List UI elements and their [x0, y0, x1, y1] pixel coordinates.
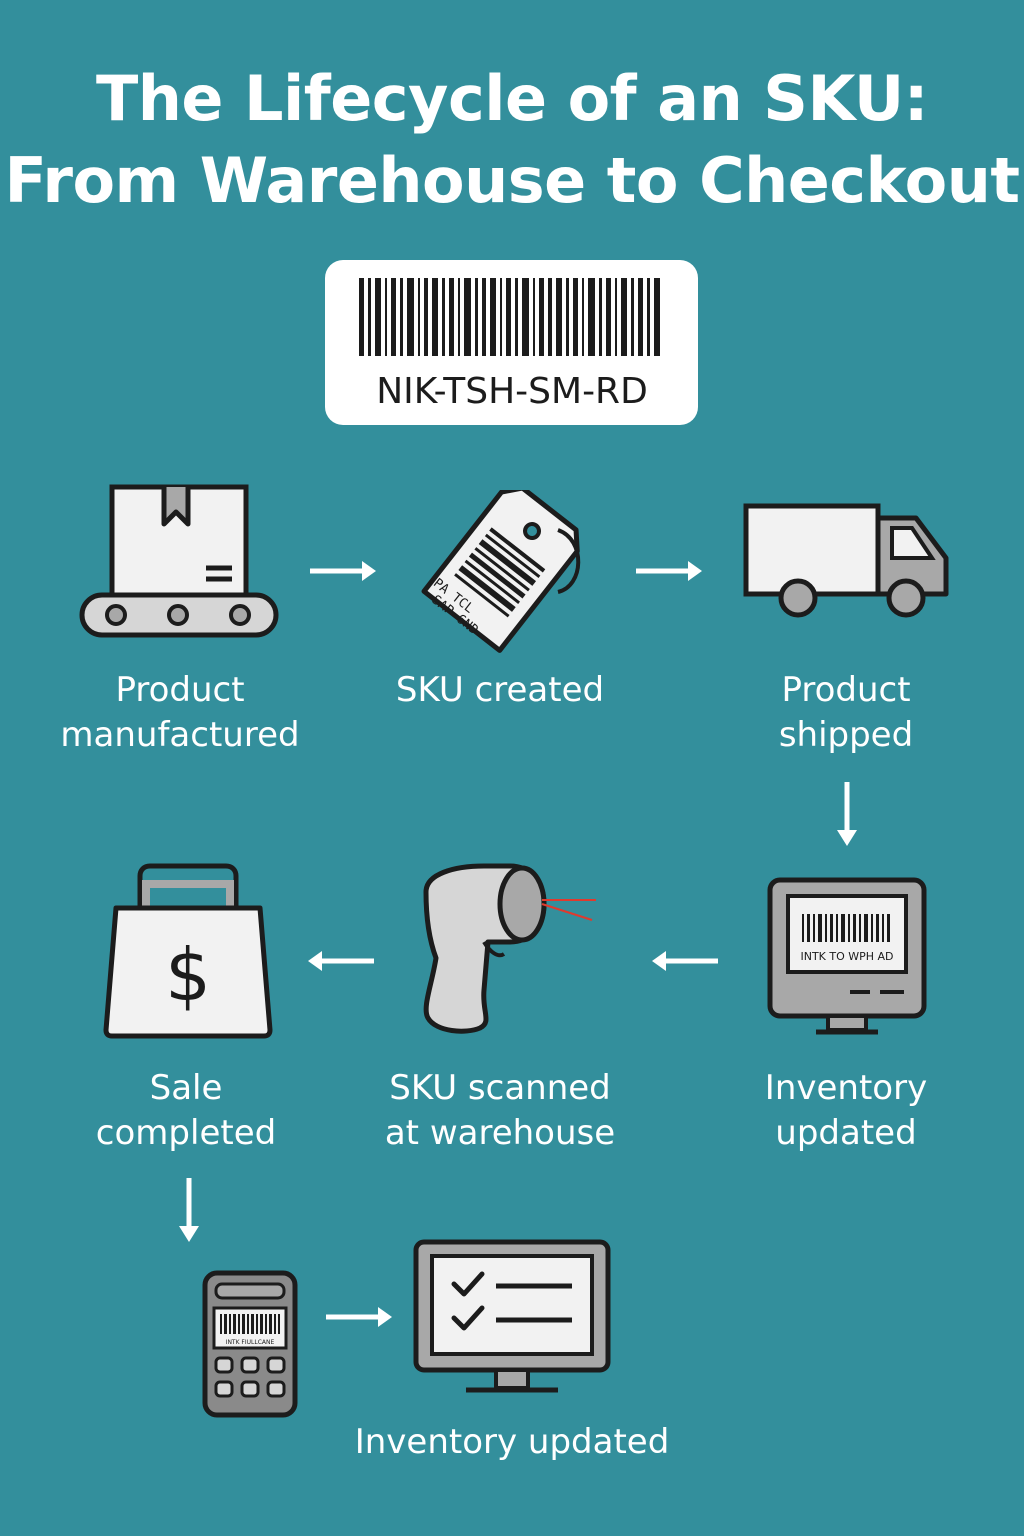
step-label-sku-created: SKU created — [350, 668, 650, 713]
sku-code: NIK-TSH-SM-RD — [376, 371, 648, 412]
checklist-monitor-icon — [413, 1239, 611, 1393]
step-label-scanned: SKU scanned at warehouse — [350, 1066, 650, 1156]
arrow-right-icon — [636, 561, 702, 581]
step-label-line: manufactured — [60, 715, 300, 755]
check-icon — [451, 1305, 485, 1331]
delivery-truck-icon — [743, 503, 949, 618]
step-label-line: SKU created — [395, 670, 605, 710]
step-label-line: Product — [115, 670, 245, 710]
step-label-line: completed — [95, 1113, 277, 1153]
step-label-line: at warehouse — [384, 1113, 616, 1153]
title-line-2: From Warehouse to Checkout — [4, 144, 1021, 217]
pos-terminal-icon: INTK FIULLCANE — [202, 1270, 298, 1418]
step-label-inventory-updated: Inventory updated — [696, 1066, 996, 1156]
shopping-bag-icon: $ — [103, 863, 273, 1039]
barcode-scanner-icon — [423, 863, 596, 1034]
pos-barcode-text: INTK FIULLCANE — [226, 1339, 275, 1346]
step-label-line: Sale — [149, 1068, 223, 1108]
arrow-down-icon — [837, 782, 857, 846]
barcode-icon — [359, 278, 660, 356]
monitor-barcode-text: INTK TO WPH AD — [800, 950, 893, 963]
step-label-line: updated — [775, 1113, 917, 1153]
conveyor-box-icon — [79, 484, 279, 638]
dollar-sign-icon: $ — [165, 933, 211, 1017]
step-label-line: Product — [781, 670, 911, 710]
arrow-down-icon — [179, 1178, 199, 1242]
step-label-line: Inventory updated — [354, 1422, 670, 1462]
step-label-manufactured: Product manufactured — [30, 668, 330, 758]
price-tag-icon: PA TCL SAP 6ND — [421, 490, 581, 653]
step-label-sale: Sale completed — [36, 1066, 336, 1156]
step-label-shipped: Product shipped — [696, 668, 996, 758]
step-label-final-inventory: Inventory updated — [312, 1420, 712, 1465]
page-title: The Lifecycle of an SKU: From Warehouse … — [0, 58, 1024, 222]
arrow-right-icon — [326, 1307, 392, 1327]
step-label-line: SKU scanned — [389, 1068, 611, 1108]
step-label-line: Inventory — [764, 1068, 928, 1108]
arrow-left-icon — [652, 951, 718, 971]
arrow-left-icon — [308, 951, 374, 971]
sku-barcode-card — [325, 260, 698, 425]
step-label-line: shipped — [778, 715, 914, 755]
title-line-1: The Lifecycle of an SKU: — [95, 62, 929, 135]
barcode-monitor-icon: INTK TO WPH AD — [767, 877, 927, 1035]
arrow-right-icon — [310, 561, 376, 581]
check-icon — [451, 1271, 485, 1297]
